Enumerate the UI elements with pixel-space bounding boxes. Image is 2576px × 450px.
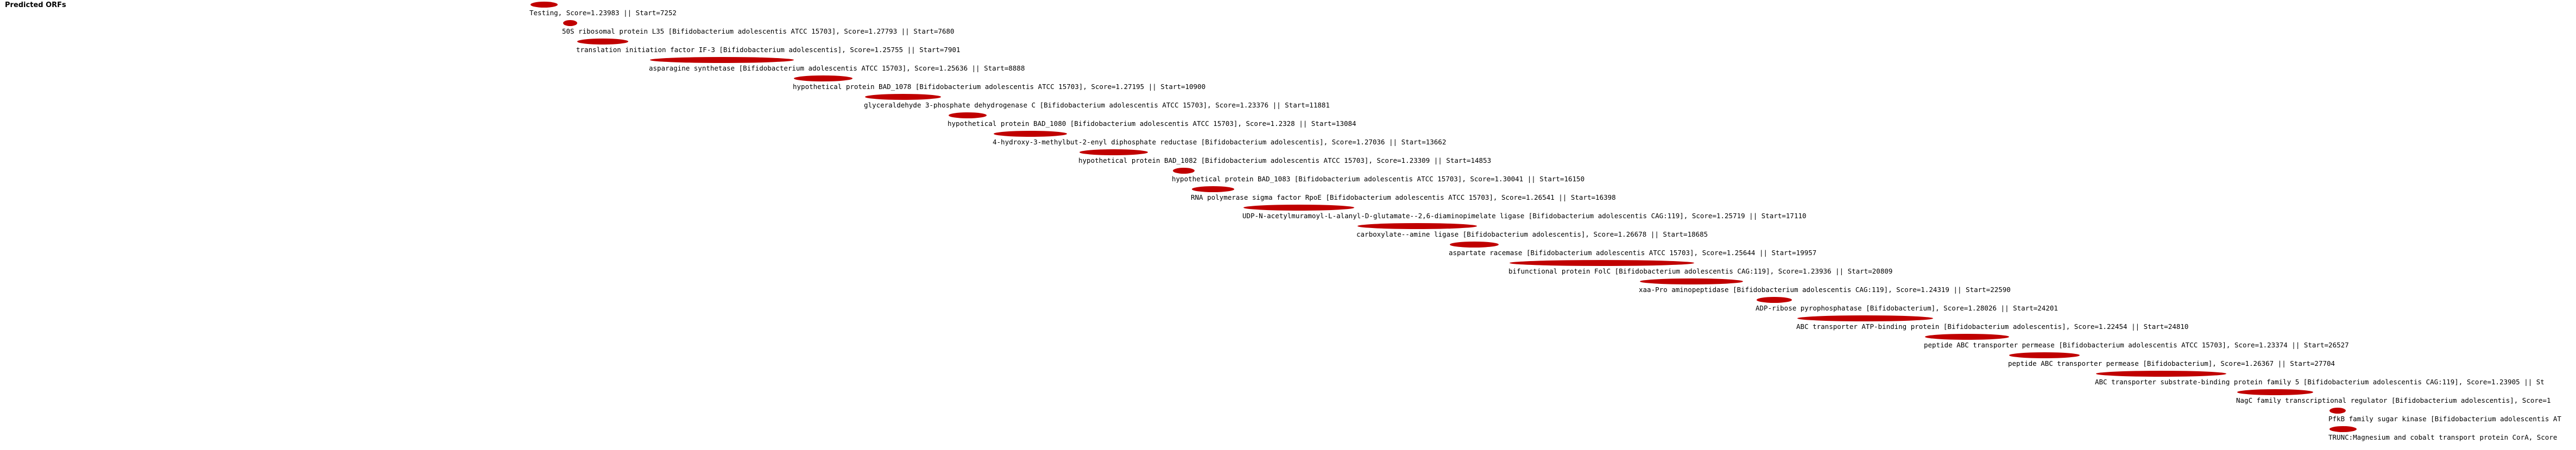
orf-bar <box>1079 149 1148 155</box>
orf-bar <box>794 75 853 81</box>
orf-bar <box>577 39 628 45</box>
orf-label: ADP-ribose pyrophosphatase [Bifidobacter… <box>1756 304 2058 312</box>
orf-label: PfkB family sugar kinase [Bifidobacteriu… <box>2328 415 2561 423</box>
orf-label: hypothetical protein BAD_1080 [Bifidobac… <box>948 119 1356 128</box>
orf-label: TRUNC:Magnesium and cobalt transport pro… <box>2328 433 2558 441</box>
orf-bar <box>1797 315 1933 321</box>
orf-label: hypothetical protein BAD_1078 [Bifidobac… <box>793 83 1206 91</box>
orf-label: 50S ribosomal protein L35 [Bifidobacteri… <box>562 27 955 35</box>
orf-label: peptide ABC transporter permease [Bifido… <box>1924 341 2349 349</box>
orf-label: hypothetical protein BAD_1082 [Bifidobac… <box>1078 156 1492 164</box>
orf-label: Testing, Score=1.23983 || Start=7252 <box>529 9 677 17</box>
orf-bar <box>2009 352 2080 358</box>
orf-label: glyceraldehyde 3-phosphate dehydrogenase… <box>864 101 1330 109</box>
orf-bar <box>1173 168 1195 174</box>
orf-bar <box>2329 426 2357 432</box>
orf-bar <box>1450 242 1499 248</box>
orf-label: NagC family transcriptional regulator [B… <box>2236 396 2551 404</box>
orf-label: bifunctional protein FolC [Bifidobacteri… <box>1508 267 1893 275</box>
orf-label: aspartate racemase [Bifidobacterium adol… <box>1449 249 1817 257</box>
orf-bar <box>1510 260 1694 266</box>
orf-label: ABC transporter ATP-binding protein [Bif… <box>1796 322 2189 331</box>
orf-bar <box>2237 389 2313 395</box>
orf-label: peptide ABC transporter permease [Bifido… <box>2008 359 2335 367</box>
orf-label: RNA polymerase sigma factor RpoE [Bifido… <box>1191 193 1616 201</box>
orf-label: xaa-Pro aminopeptidase [Bifidobacterium … <box>1639 286 2011 294</box>
orf-label: asparagine synthetase [Bifidobacterium a… <box>649 64 1025 72</box>
orf-label: translation initiation factor IF-3 [Bifi… <box>576 46 961 54</box>
orf-bar <box>2329 408 2346 414</box>
orf-label: 4-hydroxy-3-methylbut-2-enyl diphosphate… <box>993 138 1447 146</box>
orf-bar <box>949 112 987 118</box>
orf-label: UDP-N-acetylmuramoyl-L-alanyl-D-glutamat… <box>1242 212 1807 220</box>
orf-bar <box>1192 186 1234 192</box>
orf-bar <box>1757 297 1792 303</box>
orf-bar <box>994 131 1067 137</box>
orf-label: carboxylate--amine ligase [Bifidobacteri… <box>1356 230 1708 238</box>
orf-bar <box>563 20 577 26</box>
orf-bar <box>865 94 941 100</box>
orf-bar <box>1640 278 1743 284</box>
orf-bar <box>1358 223 1477 229</box>
orf-bar <box>650 57 794 63</box>
orf-bar <box>2096 371 2226 377</box>
orf-bar <box>1243 205 1354 211</box>
orf-label: hypothetical protein BAD_1083 [Bifidobac… <box>1172 175 1585 183</box>
page-title: Predicted ORFs <box>5 1 66 9</box>
orf-label: ABC transporter substrate-binding protei… <box>2095 378 2545 386</box>
orf-bar <box>531 2 558 8</box>
orf-bar <box>1925 334 2009 340</box>
